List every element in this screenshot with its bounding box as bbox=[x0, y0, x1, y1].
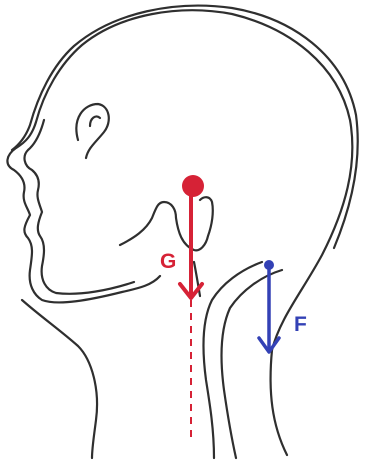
neck-back-line-1 bbox=[204, 262, 262, 458]
neck-outline bbox=[22, 262, 282, 458]
ear bbox=[76, 104, 108, 158]
muscle-force-label: F bbox=[294, 313, 307, 336]
jaw-line bbox=[120, 197, 213, 250]
profile-inner-line bbox=[25, 120, 134, 294]
head-outline bbox=[7, 6, 357, 455]
ear-inner bbox=[90, 116, 100, 126]
muscle-force: F bbox=[259, 260, 307, 352]
face-details bbox=[25, 104, 213, 294]
center-of-gravity-dot bbox=[182, 175, 204, 197]
muscle-attachment-dot bbox=[264, 260, 274, 270]
throat-line bbox=[22, 300, 97, 458]
head-inner-contour bbox=[12, 6, 358, 248]
gravity-label: G bbox=[160, 250, 176, 273]
gravity-force: G bbox=[160, 175, 204, 442]
neck-back-line-2 bbox=[222, 270, 282, 458]
